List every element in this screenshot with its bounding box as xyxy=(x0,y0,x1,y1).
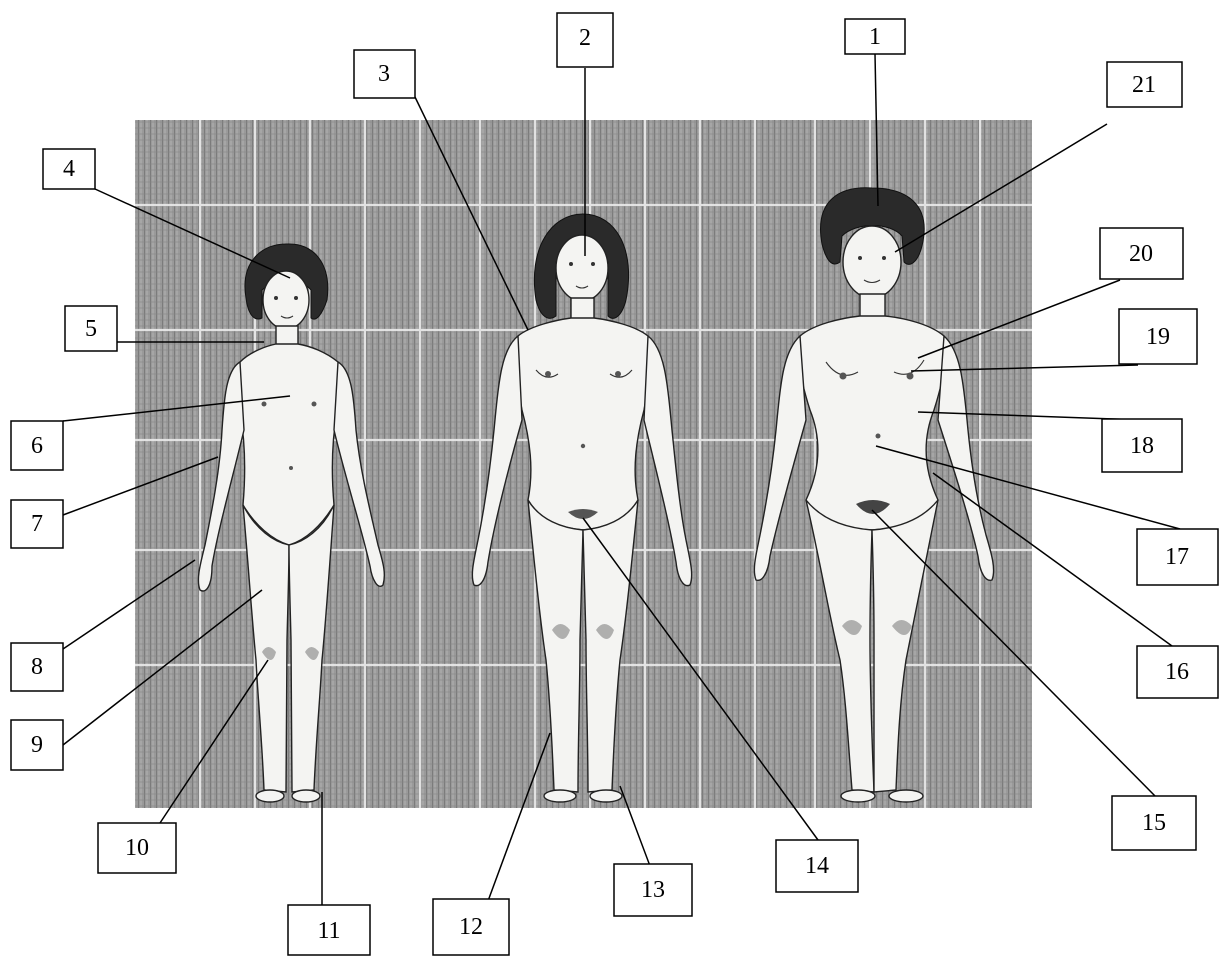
label-15: 15 xyxy=(1142,810,1166,836)
label-10: 10 xyxy=(125,835,149,861)
label-box-4: 4 xyxy=(43,149,95,189)
label-9: 9 xyxy=(31,732,43,758)
label-14: 14 xyxy=(805,853,829,879)
label-box-14: 14 xyxy=(776,840,858,892)
label-12: 12 xyxy=(459,914,483,940)
label-box-11: 11 xyxy=(288,905,370,955)
label-box-2: 2 xyxy=(557,13,613,67)
label-20: 20 xyxy=(1129,241,1153,267)
label-box-5: 5 xyxy=(65,306,117,351)
label-21: 21 xyxy=(1132,72,1156,98)
label-box-17: 17 xyxy=(1137,529,1218,585)
label-7: 7 xyxy=(31,511,43,537)
label-box-8: 8 xyxy=(11,643,63,691)
label-1: 1 xyxy=(869,24,881,50)
label-box-13: 13 xyxy=(614,864,692,916)
label-box-21: 21 xyxy=(1107,62,1182,107)
label-box-15: 15 xyxy=(1112,796,1196,850)
label-box-9: 9 xyxy=(11,720,63,770)
label-box-16: 16 xyxy=(1137,646,1218,698)
label-box-7: 7 xyxy=(11,500,63,548)
label-box-10: 10 xyxy=(98,823,176,873)
label-4: 4 xyxy=(63,156,75,182)
label-box-18: 18 xyxy=(1102,419,1182,472)
label-2: 2 xyxy=(579,25,591,51)
label-17: 17 xyxy=(1165,544,1189,570)
label-box-20: 20 xyxy=(1100,228,1183,279)
label-3: 3 xyxy=(378,61,390,87)
label-box-19: 19 xyxy=(1119,309,1197,364)
label-16: 16 xyxy=(1165,659,1189,685)
label-13: 13 xyxy=(641,877,665,903)
label-box-6: 6 xyxy=(11,421,63,470)
label-box-12: 12 xyxy=(433,899,509,955)
label-8: 8 xyxy=(31,654,43,680)
label-box-1: 1 xyxy=(845,19,905,54)
label-box-3: 3 xyxy=(354,50,415,98)
label-19: 19 xyxy=(1146,324,1170,350)
label-5: 5 xyxy=(85,316,97,342)
label-6: 6 xyxy=(31,433,43,459)
label-11: 11 xyxy=(317,918,340,944)
label-18: 18 xyxy=(1130,433,1154,459)
